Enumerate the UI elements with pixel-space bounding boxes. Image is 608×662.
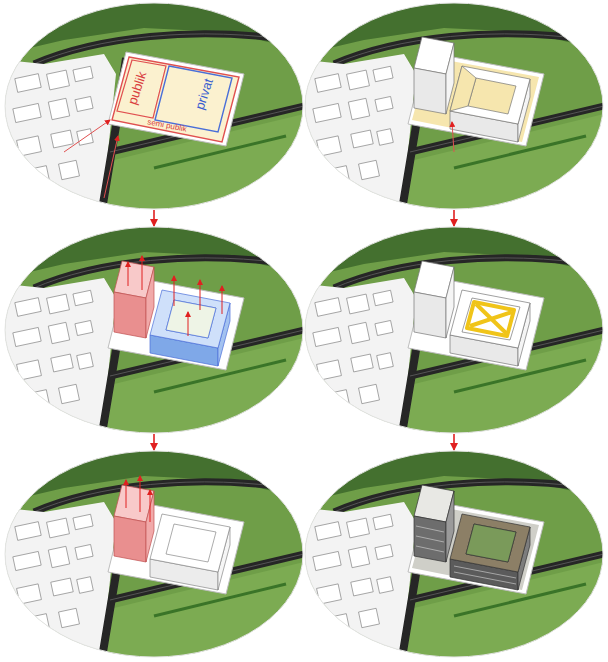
public-volume <box>126 480 127 508</box>
courtyard-view <box>304 226 604 434</box>
courtyard-volumes <box>450 290 530 348</box>
flow-arrow <box>453 210 455 226</box>
oval-outline <box>304 226 604 434</box>
site-oval <box>304 2 604 210</box>
courtyard-volumes <box>467 302 514 336</box>
zoning-plan <box>64 57 239 198</box>
zone-volumes <box>142 256 143 290</box>
zoning-plan <box>117 60 166 118</box>
site-oval <box>4 226 304 434</box>
zoning-plan <box>64 120 110 152</box>
oval-border <box>305 227 603 433</box>
zone-volumes <box>114 261 154 338</box>
site-map <box>304 226 604 434</box>
public-volume <box>150 490 151 522</box>
oval-outline <box>4 2 304 210</box>
public-volume <box>114 516 146 562</box>
zone-volumes <box>114 292 146 338</box>
massing-volumes <box>414 37 530 142</box>
courtyard-volumes <box>414 261 530 366</box>
massing-volumes <box>412 37 539 152</box>
courtyard-volumes <box>414 292 446 338</box>
zone-volumes <box>114 256 230 366</box>
zoning-plan <box>104 136 118 198</box>
zone-volumes <box>188 312 189 336</box>
flow-arrow <box>153 434 155 450</box>
zone-volumes <box>128 262 129 286</box>
zoning-plan <box>112 57 239 142</box>
oval-border <box>5 227 303 433</box>
zone-volumes <box>200 280 201 310</box>
site-oval: privat publik semi publik <box>4 2 304 210</box>
public-volume <box>114 485 154 562</box>
final-building <box>416 526 516 584</box>
oval-outline <box>304 2 604 210</box>
oval-border <box>5 451 303 657</box>
public-volume-view <box>4 450 304 658</box>
final-building <box>412 485 539 590</box>
site-map <box>304 450 604 658</box>
final-building <box>414 516 446 562</box>
volume-view <box>4 226 304 434</box>
massing-volumes <box>450 66 476 111</box>
oval-border <box>305 451 603 657</box>
public-volume <box>126 476 150 522</box>
oval-outline <box>4 226 304 434</box>
zone-label: semi publik <box>147 118 188 133</box>
courtyard-volumes <box>414 261 530 366</box>
zone-volumes <box>174 276 175 306</box>
zone-label: publik <box>126 70 149 106</box>
oval-border <box>305 3 603 209</box>
site-map <box>4 450 304 658</box>
public-volume <box>150 514 230 590</box>
public-volume <box>114 476 230 590</box>
zone-volumes <box>150 290 230 366</box>
site-map <box>4 2 304 210</box>
public-volume <box>140 476 141 512</box>
site-map <box>4 226 304 434</box>
oval-border <box>5 3 303 209</box>
final-building <box>416 526 444 552</box>
zone-volumes <box>222 286 223 314</box>
courtyard-volumes <box>467 302 514 336</box>
public-volume <box>150 514 230 572</box>
flow-arrow <box>453 434 455 450</box>
zone-volumes <box>150 290 230 348</box>
courtyard-volumes <box>470 312 512 326</box>
massing-volumes <box>414 68 446 114</box>
massing-volumes <box>450 66 530 124</box>
zoning-view <box>4 2 304 210</box>
final-building <box>414 485 530 590</box>
zone-label: privat <box>193 77 215 111</box>
massing-volumes <box>452 122 454 152</box>
final-building <box>450 514 530 572</box>
final-building <box>466 524 516 562</box>
massing-view <box>304 2 604 210</box>
site-oval <box>304 450 604 658</box>
zone-volumes <box>128 256 222 336</box>
site-oval <box>304 226 604 434</box>
site-map <box>304 2 604 210</box>
final-building <box>454 566 516 584</box>
site-oval <box>4 450 304 658</box>
flow-arrow <box>153 210 155 226</box>
oval-outline <box>304 450 604 658</box>
oval-outline <box>4 450 304 658</box>
final-design-view <box>304 450 604 658</box>
